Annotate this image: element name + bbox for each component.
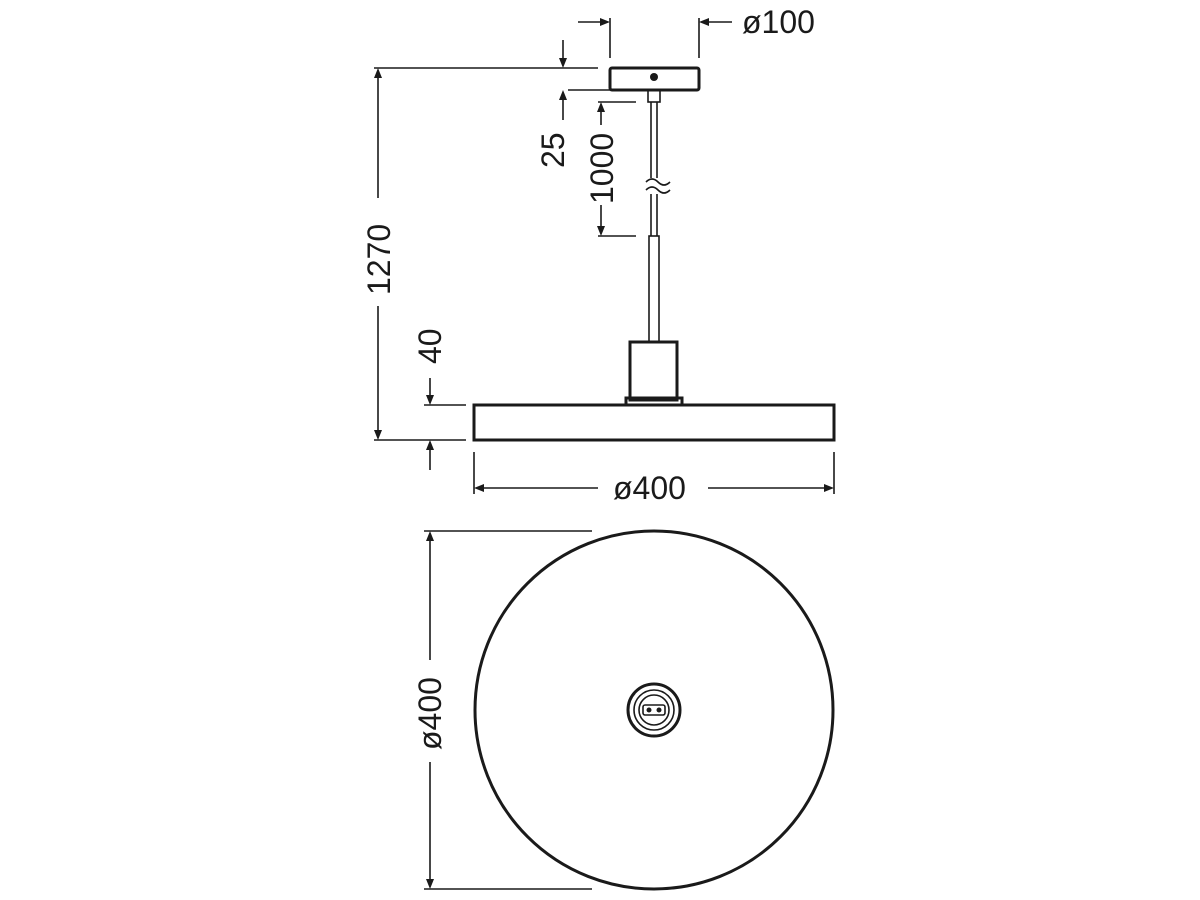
luminaire-disc-plan	[473, 529, 835, 891]
dim-overall-height: 1270	[361, 67, 598, 441]
label-disc-diameter-plan: ø400	[412, 677, 448, 750]
dim-canopy-diameter: ø100	[578, 4, 815, 58]
label-overall-height: 1270	[361, 224, 397, 295]
cable-clamp	[647, 89, 661, 103]
label-cable-length: 1000	[584, 133, 620, 204]
luminaire-disc-side	[472, 403, 836, 442]
cable-break-mark	[645, 178, 671, 194]
dim-disc-height: 40	[412, 328, 466, 470]
side-elevation: ø100 25 1000 12	[361, 4, 836, 506]
label-canopy-height: 25	[535, 132, 571, 168]
dim-cable-length: 1000	[584, 101, 636, 237]
plan-view: ø400	[412, 529, 835, 891]
suspension-rod	[648, 235, 660, 343]
dim-disc-diameter-plan: ø400	[412, 530, 592, 890]
label-canopy-diameter: ø100	[742, 4, 815, 40]
dim-canopy-height: 25	[535, 40, 636, 168]
label-disc-height: 40	[412, 328, 448, 364]
center-connector	[626, 682, 682, 738]
dim-disc-diameter-side: ø400	[473, 452, 835, 506]
label-disc-diameter-side: ø400	[613, 470, 686, 506]
canopy-screw	[650, 73, 658, 81]
driver-housing	[628, 340, 679, 402]
